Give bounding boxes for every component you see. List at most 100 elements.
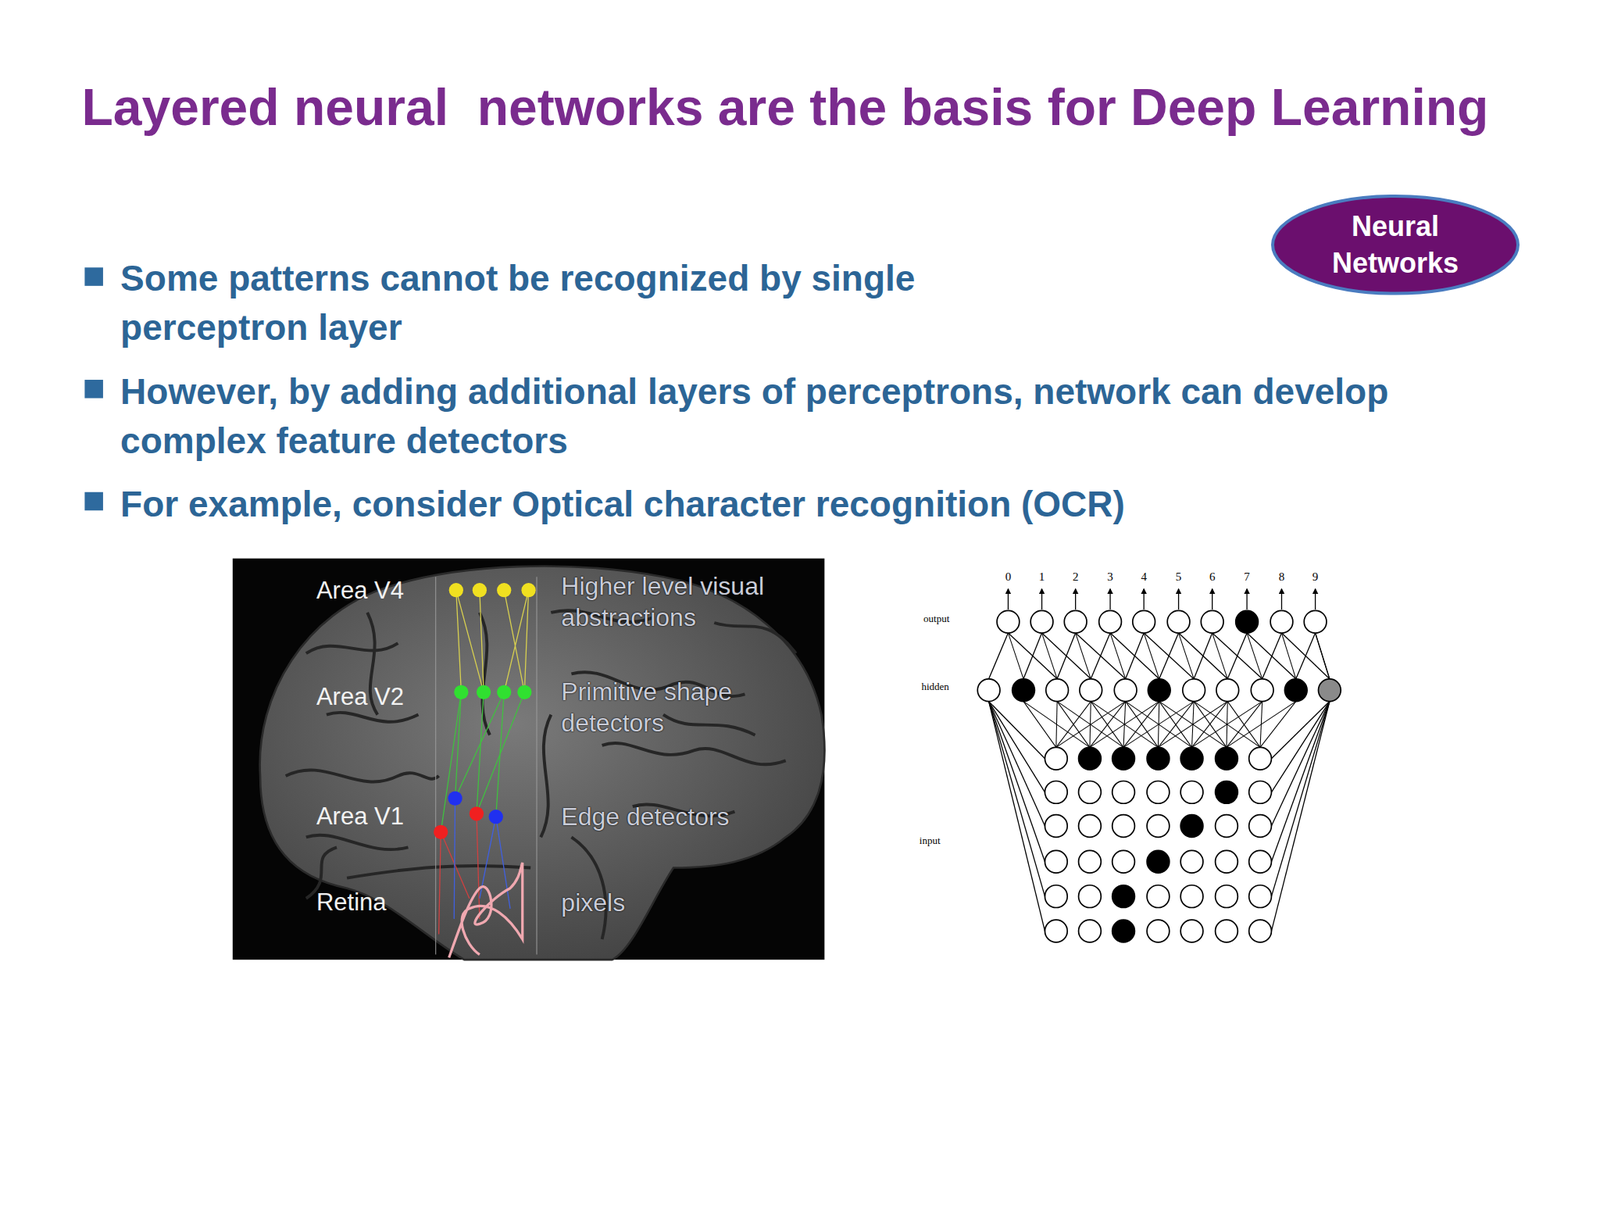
- weight-line: [1056, 701, 1126, 748]
- bullet-square: [84, 379, 104, 399]
- brain-sulci: [285, 610, 797, 940]
- weight-line: [1271, 701, 1329, 897]
- input-pixel: [1215, 814, 1239, 838]
- input-pixel: [1146, 780, 1170, 804]
- weight-line: [1271, 701, 1329, 826]
- output-unit: [1270, 610, 1293, 633]
- input-pixel: [1078, 746, 1102, 770]
- output-unit: [996, 610, 1020, 633]
- area-description: Higher level visual abstractions: [560, 570, 796, 633]
- weight-line: [1271, 701, 1329, 793]
- hidden-unit: [1079, 678, 1103, 702]
- weight-line: [1271, 701, 1329, 932]
- v2-dot: [496, 685, 511, 700]
- output-arrow: [1041, 589, 1043, 610]
- output-arrow: [1211, 589, 1213, 610]
- v4-links: [456, 589, 529, 693]
- v4-dot: [449, 582, 464, 597]
- input-pixel: [1249, 746, 1272, 770]
- oval-outline: [1270, 193, 1521, 297]
- hidden-unit: [1216, 678, 1240, 702]
- weight-line: [1090, 632, 1111, 679]
- area-description: pixels: [560, 886, 625, 918]
- bullet-text: However, by adding additional layers of …: [120, 367, 1534, 466]
- weight-line: [1089, 701, 1126, 748]
- output-arrow: [1075, 589, 1076, 610]
- hidden-unit: [1182, 678, 1206, 702]
- slide-title: Layered neural networks are the basis fo…: [81, 68, 1566, 146]
- output-digit: 6: [1209, 570, 1216, 583]
- v2-dot: [517, 685, 532, 700]
- input-pixel: [1044, 885, 1068, 908]
- area-label: Area V2: [316, 681, 404, 713]
- input-pixel: [1146, 885, 1170, 908]
- hidden-unit: [1147, 678, 1171, 702]
- input-pixel: [1078, 814, 1102, 838]
- weight-line: [1315, 632, 1330, 679]
- weight-line: [1159, 632, 1179, 679]
- weight-line: [1089, 701, 1160, 748]
- weight-line: [1123, 701, 1194, 748]
- input-pixel: [1215, 850, 1239, 873]
- hidden-unit: [977, 678, 1000, 702]
- input-pixel: [1180, 850, 1204, 873]
- input-pixel: [1215, 746, 1239, 770]
- output-digit: 9: [1312, 570, 1319, 583]
- output-unit: [1132, 610, 1156, 633]
- input-pixel: [1146, 814, 1170, 838]
- weight-line: [1226, 701, 1263, 748]
- output-digit: 2: [1072, 570, 1079, 583]
- weight-line: [1296, 632, 1316, 679]
- v2-links: [440, 692, 525, 833]
- output-arrow: [1007, 589, 1009, 610]
- weight-line: [1193, 632, 1213, 679]
- weight-line: [1023, 701, 1057, 748]
- input-pixel: [1112, 746, 1136, 770]
- v4-dot: [472, 582, 487, 597]
- output-arrow: [1314, 589, 1316, 610]
- weight-line: [989, 701, 1046, 862]
- output-digit: 3: [1107, 570, 1114, 583]
- weight-line: [1262, 632, 1283, 679]
- input-pixel: [1044, 814, 1068, 838]
- oval-node: Neural Networks: [1270, 193, 1521, 297]
- area-description: Primitive shape detectors: [560, 675, 796, 739]
- hidden-unit: [1114, 678, 1137, 702]
- input-pixel: [1215, 780, 1239, 804]
- weight-line: [989, 701, 1046, 897]
- weight-line: [1057, 632, 1076, 679]
- input-pixel: [1078, 850, 1102, 873]
- v2-dot: [453, 685, 468, 700]
- output-digit: 7: [1243, 570, 1250, 583]
- weight-line: [1056, 701, 1091, 748]
- layer-label: output: [923, 612, 950, 625]
- weight-line: [1056, 701, 1058, 748]
- weight-line: [989, 632, 1009, 679]
- output-unit: [1235, 610, 1259, 633]
- area-description: Edge detectors: [560, 800, 729, 833]
- v1-dot: [469, 806, 484, 821]
- output-unit: [1303, 610, 1327, 633]
- v1-dot: [447, 791, 462, 806]
- v1-dot: [489, 809, 504, 824]
- hidden-unit: [1046, 678, 1069, 702]
- weight-line: [1157, 701, 1228, 748]
- output-arrow: [1178, 589, 1179, 610]
- input-pixel: [1146, 746, 1170, 770]
- input-pixel: [1180, 919, 1204, 943]
- output-unit: [1064, 610, 1087, 633]
- v4-dot: [496, 582, 511, 597]
- brain-illustration: [232, 558, 825, 960]
- output-arrow: [1109, 589, 1111, 610]
- weight-line: [1226, 701, 1297, 748]
- guide-line: [435, 576, 436, 954]
- output-digit: 4: [1140, 570, 1147, 583]
- weight-line: [1227, 632, 1247, 679]
- brain-shape: [260, 566, 825, 961]
- output-digit: 0: [1005, 570, 1012, 583]
- output-unit: [1200, 610, 1224, 633]
- network-illustration: [977, 589, 1341, 943]
- weight-line: [1157, 701, 1194, 748]
- input-pixel: [1146, 850, 1170, 873]
